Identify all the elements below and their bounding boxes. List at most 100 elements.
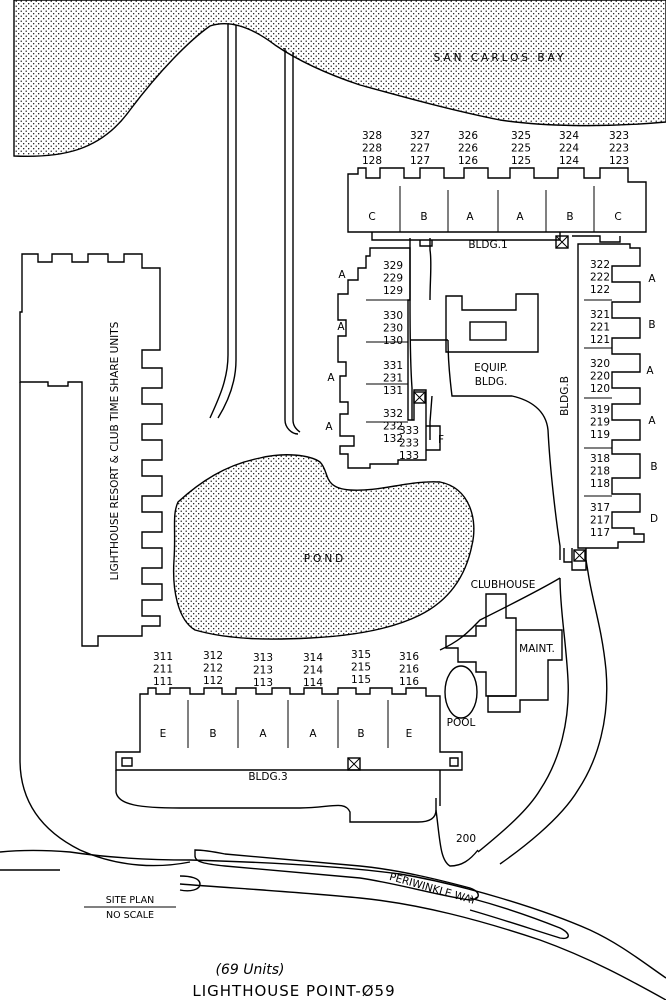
unit-number: 333 [399, 425, 419, 437]
unit-type: A [466, 211, 474, 223]
unit-type: E [406, 728, 413, 740]
unit-type: B [357, 728, 364, 740]
unit-number: 233 [399, 438, 419, 450]
unit-number: 111 [153, 676, 173, 688]
unit-type: A [648, 415, 656, 427]
unit-number: 229 [383, 273, 403, 285]
unit-number: 320 [590, 358, 610, 370]
unit-number: 219 [590, 417, 610, 429]
clubhouse-label: CLUBHOUSE [471, 579, 536, 591]
unit-number: 114 [303, 677, 323, 689]
street-label: PERIWINKLE WAY [388, 871, 478, 908]
unit-number: 321 [590, 309, 610, 321]
unit-number: 220 [590, 371, 610, 383]
unit-number: 230 [383, 323, 403, 335]
unit-type: C [614, 211, 621, 223]
unit-type: D [650, 513, 658, 525]
unit-number: 130 [383, 335, 403, 347]
unit-number: 128 [362, 155, 382, 167]
address-label: 200 [456, 833, 476, 845]
unit-number: 326 [458, 130, 478, 142]
unit-number: 129 [383, 285, 403, 297]
no-scale-label: NO SCALE [106, 910, 154, 921]
unit-number: 227 [410, 143, 430, 155]
bldgb-label: BLDG.B [559, 376, 571, 416]
unit-type: B [648, 319, 655, 331]
service-road [410, 339, 561, 651]
unit-number: 117 [590, 527, 610, 539]
unit-type: A [516, 211, 524, 223]
unit-number: 131 [383, 385, 403, 397]
unit-number: 315 [351, 649, 371, 661]
building-b [563, 243, 645, 571]
unit-type: A [646, 365, 654, 377]
unit-number: 215 [351, 662, 371, 674]
unit-number: 325 [511, 130, 531, 142]
main-drive [477, 559, 608, 865]
unit-number: 126 [458, 155, 478, 167]
boat-channel-right [284, 48, 301, 435]
boat-channel-left [209, 24, 237, 419]
unit-number: 213 [253, 665, 273, 677]
unit-number: 228 [362, 143, 382, 155]
unit-number: 221 [590, 322, 610, 334]
building-1 [347, 167, 647, 249]
building-a [337, 247, 441, 469]
access-roads [0, 849, 666, 1000]
unit-number: 119 [590, 429, 610, 441]
unit-type: B [209, 728, 216, 740]
unit-type: B [650, 461, 657, 473]
unit-number: 225 [511, 143, 531, 155]
site-plan-label: SITE PLAN [106, 895, 155, 906]
unit-type: A [259, 728, 267, 740]
unit-number: 132 [383, 433, 403, 445]
unit-number: 211 [153, 664, 173, 676]
unit-number: 231 [383, 373, 403, 385]
unit-number: 331 [383, 360, 403, 372]
unit-type: C [368, 211, 375, 223]
unit-number: 329 [383, 260, 403, 272]
unit-number: 223 [609, 143, 629, 155]
unit-number: 214 [303, 665, 323, 677]
unit-labels: 328228128C327227127B326226126A325225125A… [153, 130, 658, 740]
clubhouse-building [445, 593, 517, 697]
unit-number: 330 [383, 310, 403, 322]
timeshare-building [19, 253, 163, 647]
site-boundary-west [19, 382, 191, 867]
unit-number: 316 [399, 651, 419, 663]
unit-number: 124 [559, 155, 579, 167]
unit-number: 121 [590, 334, 610, 346]
unit-number: 118 [590, 478, 610, 490]
unit-number: 324 [559, 130, 579, 142]
unit-type: F [438, 434, 444, 446]
unit-number: 222 [590, 272, 610, 284]
unit-number: 319 [590, 404, 610, 416]
unit-number: 311 [153, 651, 173, 663]
unit-number: 224 [559, 143, 579, 155]
bldg3-drive-east [435, 770, 479, 867]
unit-number: 314 [303, 652, 323, 664]
unit-type: A [338, 269, 346, 281]
unit-number: 113 [253, 677, 273, 689]
unit-number: 327 [410, 130, 430, 142]
equip-inner-room [469, 321, 507, 341]
unit-number: 116 [399, 676, 419, 688]
unit-number: 332 [383, 408, 403, 420]
unit-number: 212 [203, 663, 223, 675]
unit-number: 318 [590, 453, 610, 465]
equip-label-2: BLDG. [475, 376, 508, 388]
pond-label: POND [304, 553, 347, 565]
pond [172, 454, 475, 640]
unit-type: B [420, 211, 427, 223]
timeshare-label: LIGHTHOUSE RESORT & CLUB TIME SHARE UNIT… [109, 321, 121, 580]
unit-type: A [309, 728, 317, 740]
unit-number: 317 [590, 502, 610, 514]
unit-number: 112 [203, 675, 223, 687]
unit-number: 216 [399, 664, 419, 676]
unit-number: 127 [410, 155, 430, 167]
unit-number: 226 [458, 143, 478, 155]
unit-number: 122 [590, 284, 610, 296]
unit-number: 313 [253, 652, 273, 664]
unit-type: A [327, 372, 335, 384]
bldg3-drive [115, 770, 437, 823]
